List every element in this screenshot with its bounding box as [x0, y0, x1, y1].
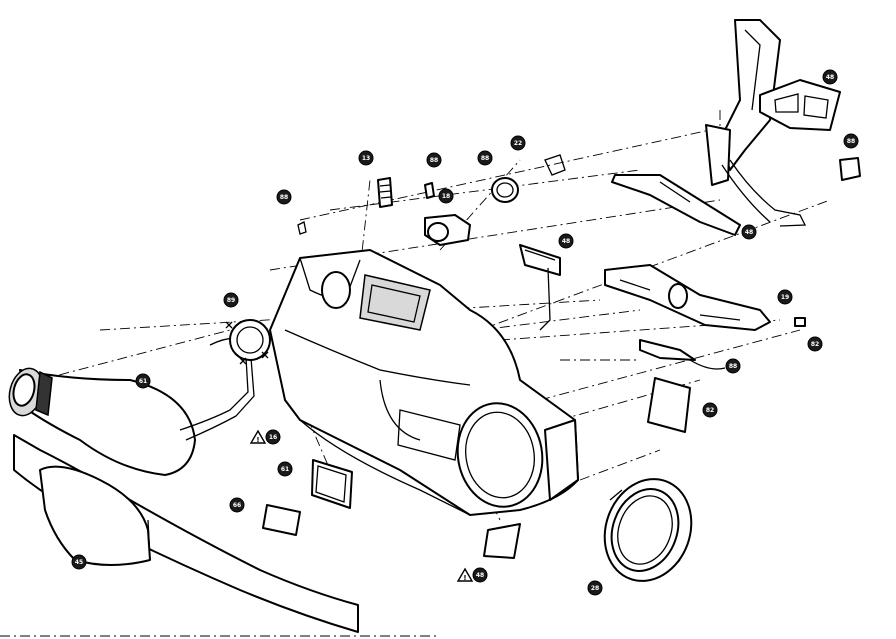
bracket-48: [519, 244, 561, 331]
callout-circle: [229, 497, 245, 513]
callout-circle: [807, 336, 823, 352]
callout-c19: 82: [807, 336, 823, 352]
callout-c20: 48: [741, 224, 757, 240]
callout-label: 48: [826, 74, 834, 81]
callout-label: 88: [280, 194, 288, 201]
warnings: !!: [249, 429, 474, 582]
callout-circle: [558, 233, 574, 249]
callout-circle: [843, 133, 859, 149]
callout-circle: [265, 429, 281, 445]
callout-circle: [358, 150, 374, 166]
callout-label: 88: [729, 363, 737, 370]
callout-label: 48: [476, 572, 484, 579]
callout-label: 19: [781, 294, 789, 301]
callout-label: 82: [811, 341, 819, 348]
callout-circle: [510, 135, 526, 151]
callout-c5: 88: [276, 189, 292, 205]
callout-circle: [477, 150, 493, 166]
callout-c9: 61: [135, 373, 151, 389]
small-bracket-88: [639, 339, 726, 370]
mounting-plate-19: [604, 264, 806, 331]
callout-label: 88: [481, 155, 489, 162]
callout-label: 89: [227, 297, 235, 304]
callout-label: 66: [233, 502, 241, 509]
callout-label: 48: [562, 238, 570, 245]
pads: [262, 377, 691, 559]
callout-circle: [71, 554, 87, 570]
callout-c1: 13: [358, 150, 374, 166]
callout-c2: 88: [426, 152, 442, 168]
leader-lines: [0, 110, 831, 637]
camcorder-body: [269, 249, 579, 516]
callout-c16: 82: [702, 402, 718, 418]
lens-hood: [603, 478, 693, 582]
warning-triangle-icon: !: [249, 429, 267, 444]
callout-circle: [135, 373, 151, 389]
callout-label: 61: [139, 378, 147, 385]
callout-circle: [472, 567, 488, 583]
callout-label: 28: [591, 585, 599, 592]
warning-triangle-icon: !: [456, 567, 474, 582]
callout-c4: 22: [510, 135, 526, 151]
svg-text:!: !: [463, 574, 466, 582]
callout-circle: [777, 289, 793, 305]
callout-c22: 88: [843, 133, 859, 149]
svg-text:!: !: [256, 436, 259, 444]
callout-label: 22: [514, 140, 522, 147]
callout-circle: [741, 224, 757, 240]
callouts: 13 88 88 22 88 18 48 89 61 16 61 66 45 48 28 82 88 19 82 48…: [71, 69, 859, 596]
callout-label: 61: [281, 466, 289, 473]
callout-c12: 66: [229, 497, 245, 513]
callout-c17: 88: [725, 358, 741, 374]
hand-strap: [13, 434, 359, 633]
callout-label: 18: [442, 193, 450, 200]
callout-c7: 48: [558, 233, 574, 249]
callout-label: 16: [269, 434, 277, 441]
callout-c15: 28: [587, 580, 603, 596]
callout-c21: 48: [822, 69, 838, 85]
callout-circle: [277, 461, 293, 477]
callout-c14: 48: [472, 567, 488, 583]
callout-c3: 88: [477, 150, 493, 166]
callout-label: 88: [430, 157, 438, 164]
callout-label: 48: [745, 229, 753, 236]
callout-c11: 61: [277, 461, 293, 477]
upper-right-assembly: [705, 19, 861, 227]
callout-label: 13: [362, 155, 370, 162]
callout-circle: [587, 580, 603, 596]
callout-circle: [426, 152, 442, 168]
callout-circle: [702, 402, 718, 418]
small-parts-top: [297, 154, 566, 246]
callout-circle: [276, 189, 292, 205]
callout-label: 88: [847, 138, 855, 145]
viewfinder-eyepiece: [8, 337, 255, 476]
callout-c10: 16: [265, 429, 281, 445]
callout-c13: 45: [71, 554, 87, 570]
callout-label: 45: [75, 559, 83, 566]
callout-c6: 18: [438, 188, 454, 204]
callout-circle: [725, 358, 741, 374]
callout-circle: [438, 188, 454, 204]
callout-c8: 89: [223, 292, 239, 308]
callout-c18: 19: [777, 289, 793, 305]
plate-upper: [611, 174, 741, 236]
callout-circle: [822, 69, 838, 85]
callout-label: 82: [706, 407, 714, 414]
callout-circle: [223, 292, 239, 308]
lens-ring-bracket: [225, 319, 271, 365]
